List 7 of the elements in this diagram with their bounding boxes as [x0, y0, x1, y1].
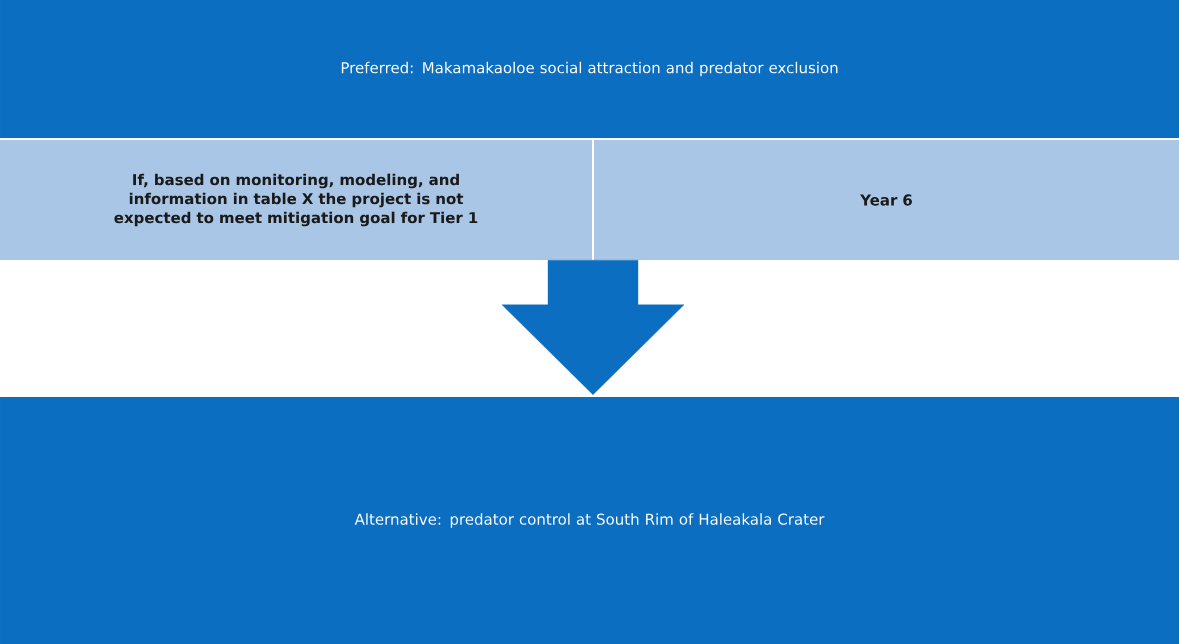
node-label: Year 6 [860, 194, 912, 206]
process-box: Preferred: Makamakaoloe social attraction and predator exclusion [0, 0, 1179, 138]
condition-box: Year 6 [594, 140, 1179, 260]
block-arrow [501, 260, 685, 395]
process-box: Alternative: predator control at South Rim of Haleakala Crater [0, 397, 1179, 644]
condition-box: If, based on monitoring, modeling, and information in table X the project is not expected to meet mitigation goal for Tier 1 [0, 140, 592, 260]
node-label: If, based on monitoring, modeling, and information in table X the project is not expected to meet mitigation goal for Tier 1 [114, 173, 478, 227]
